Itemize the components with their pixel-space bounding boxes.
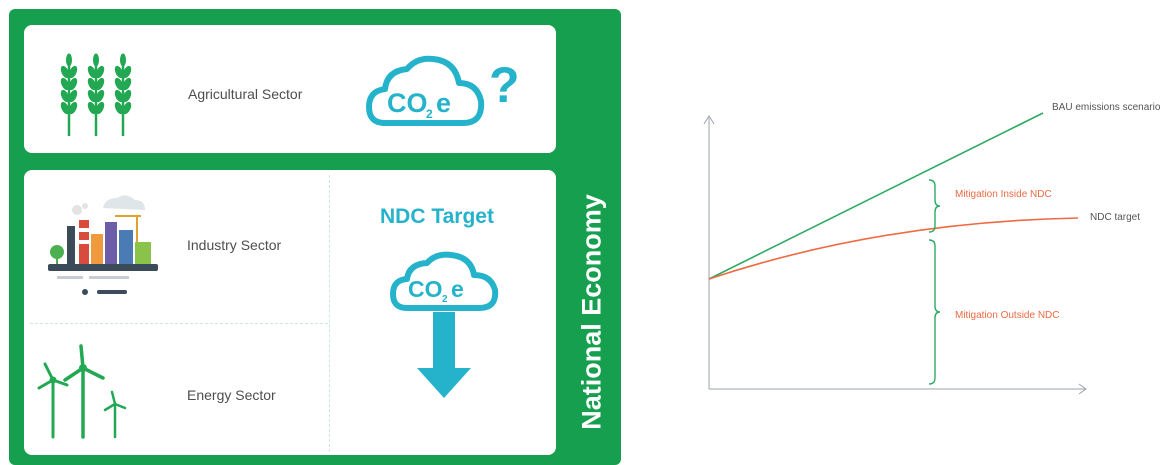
x-axis-arrow [1078,383,1087,395]
co2e-e-text: e [436,88,451,118]
industry-energy-card [24,170,556,455]
energy-sector-label: Energy Sector [187,387,276,403]
ndc-target-title: NDC Target [380,205,494,228]
ndc-target-line-label: NDC target [1090,212,1141,223]
mitigation-inside-bracket [928,179,941,233]
card-divider-vertical [329,175,330,452]
co2e-cloud-icon: CO 2 e [366,55,485,126]
bau-label: BAU emissions scenario [1052,102,1161,113]
target-sub-text: 2 [442,294,448,305]
wheat-icon [60,53,132,136]
down-arrow-head [417,368,471,398]
co2e-co-text: CO [387,88,428,118]
bau-line [708,112,1044,280]
factory-icon [48,195,158,295]
target-e-text: e [451,276,464,302]
card-divider-horizontal [30,323,328,324]
co2e-target-cloud-icon: CO 2 e [390,251,499,398]
y-axis-arrow [703,115,715,125]
target-co-text: CO [408,276,443,302]
question-mark-icon: ? [489,57,520,113]
mitigation-inside-label: Mitigation Inside NDC [955,189,1052,200]
mitigation-outside-bracket [928,239,941,385]
ndc-line [708,217,1079,280]
agricultural-sector-label: Agricultural Sector [188,86,303,102]
mitigation-outside-label: Mitigation Outside NDC [955,310,1060,321]
wind-turbine-icon [37,344,127,439]
co2e-sub-text: 2 [426,107,433,121]
down-arrow-shaft [433,312,455,370]
industry-sector-label: Industry Sector [187,237,282,253]
